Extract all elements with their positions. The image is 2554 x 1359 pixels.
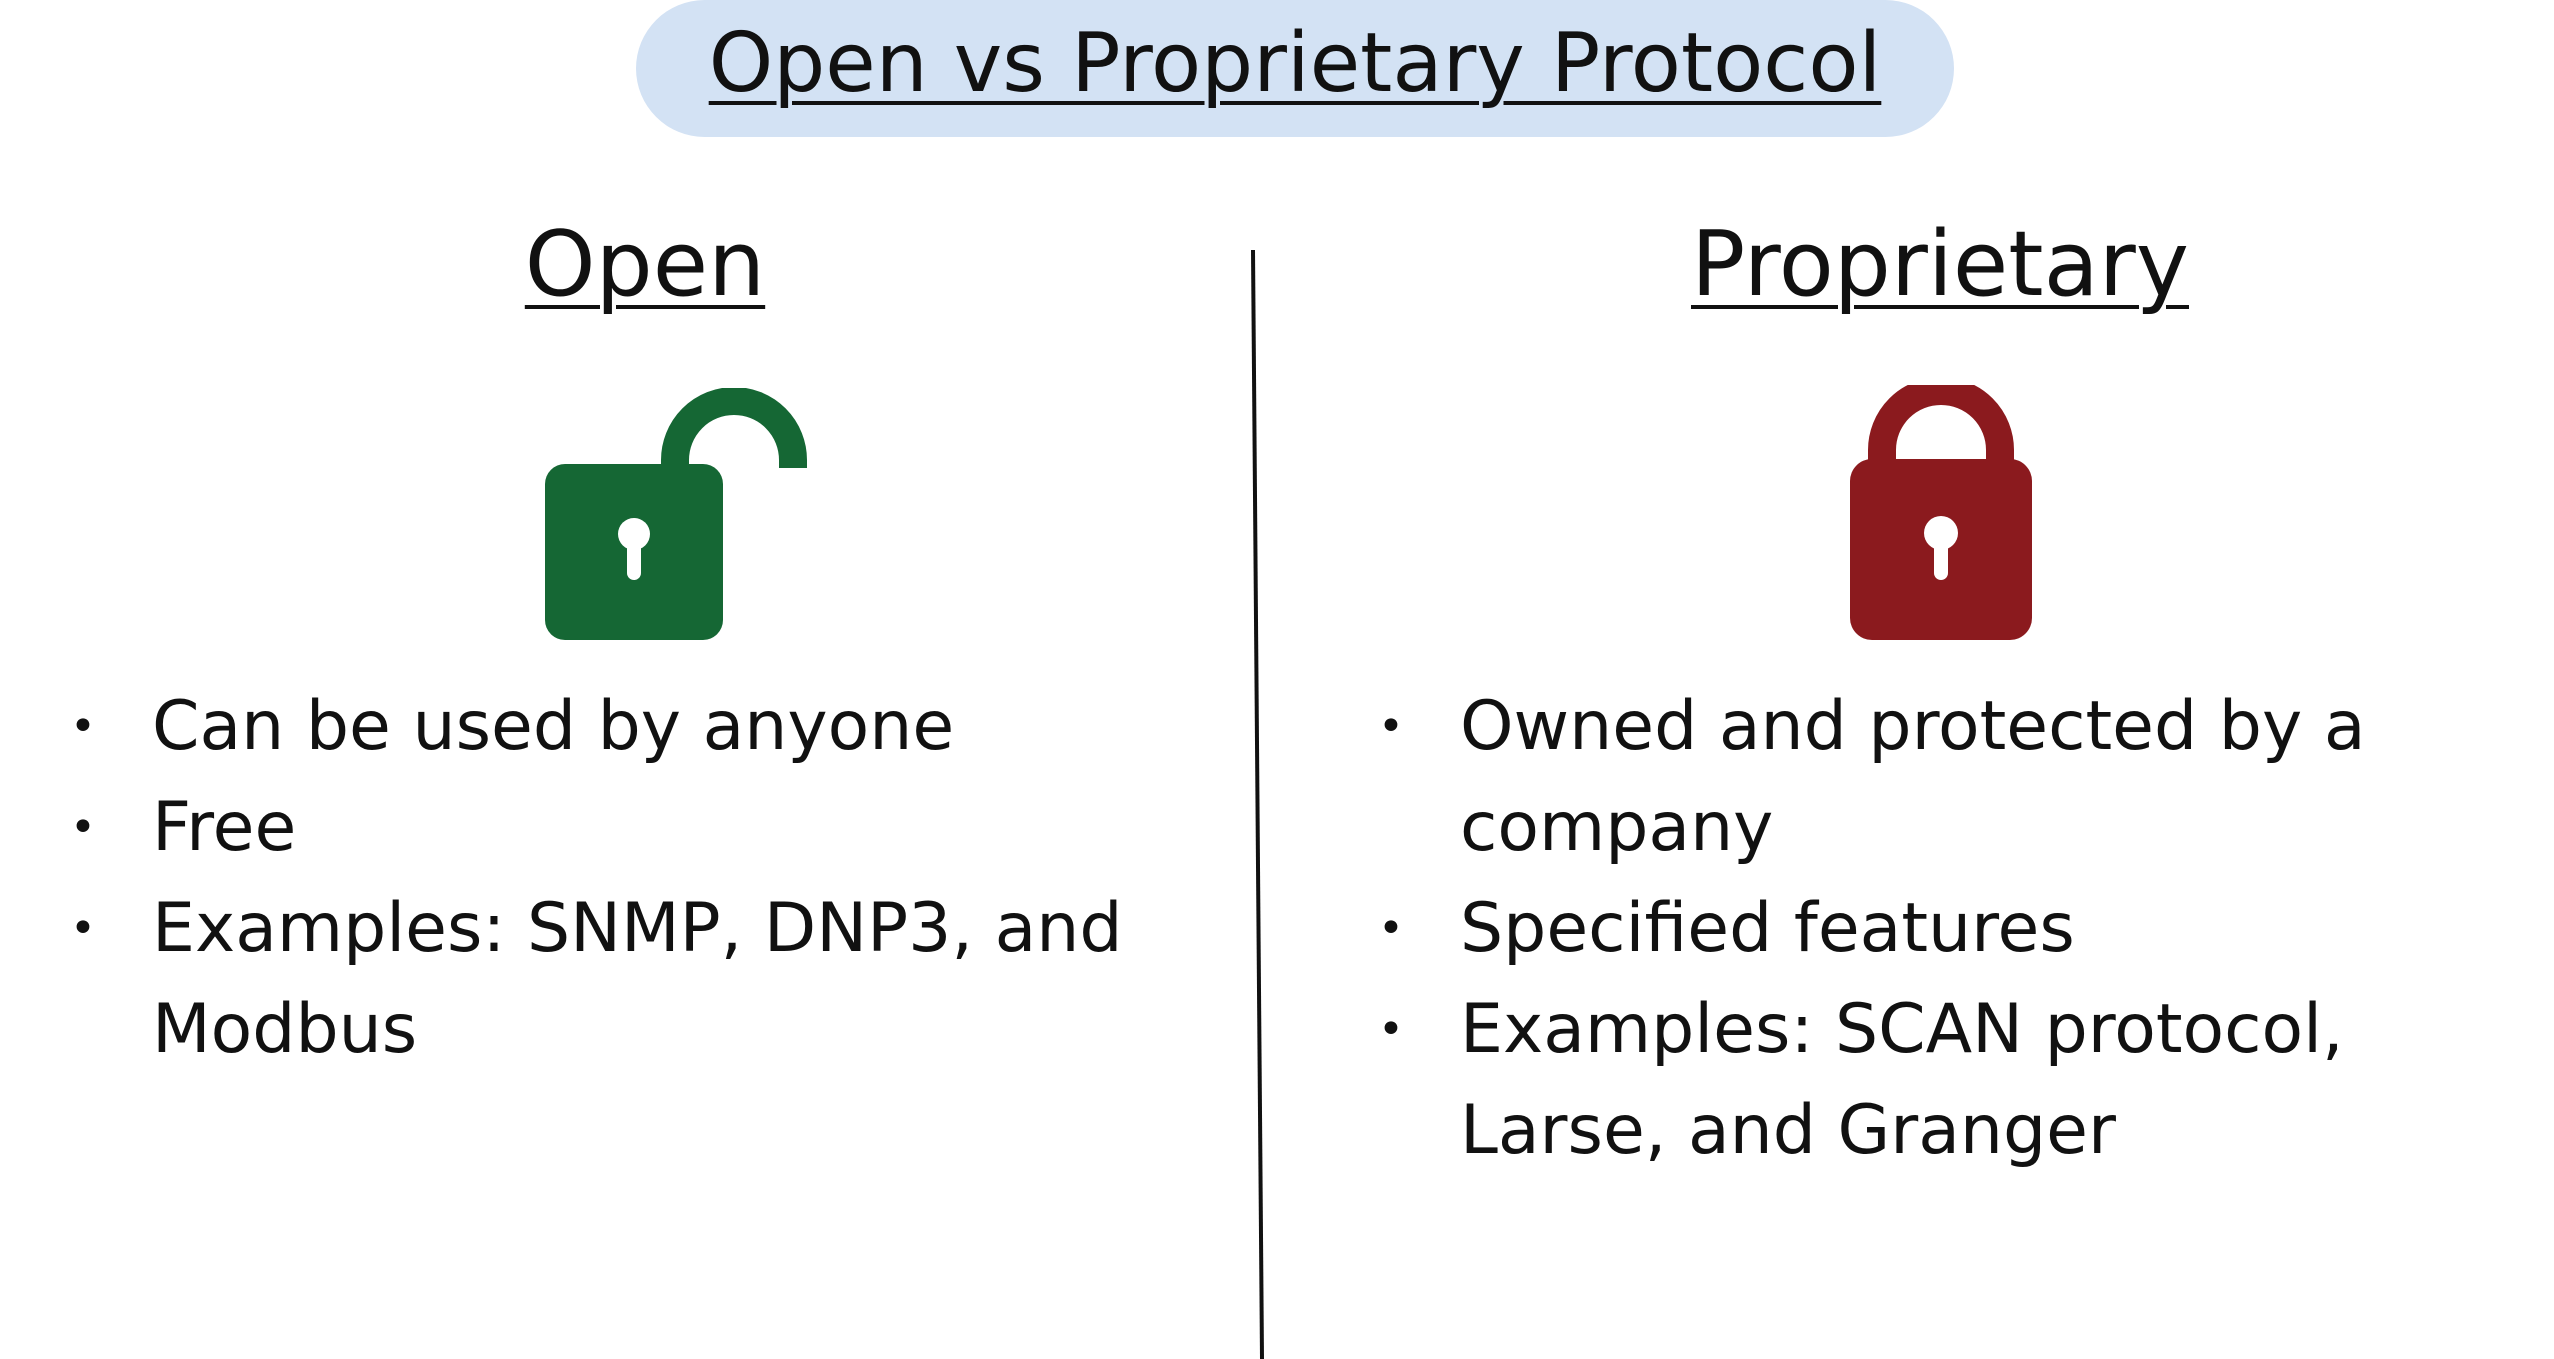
list-item: Examples: SNMP, DNP3, and Modbus [70, 878, 1132, 1080]
list-item: Specified features [1378, 878, 2518, 979]
proprietary-heading: Proprietary [1691, 212, 2189, 317]
list-item: Free [70, 777, 1220, 878]
proprietary-bullet-list: Owned and protected by a company Specifi… [1378, 676, 2518, 1181]
open-heading: Open [524, 212, 766, 317]
locked-padlock-icon [1850, 385, 2032, 640]
list-item: Owned and protected by a company [1378, 676, 2480, 878]
open-bullet-list: Can be used by anyone Free Examples: SNM… [70, 676, 1220, 1080]
diagram-title: Open vs Proprietary Protocol [708, 16, 1882, 111]
list-item: Examples: SCAN protocol, Larse, and Gran… [1378, 979, 2480, 1181]
unlocked-padlock-icon [545, 388, 807, 640]
title-banner: Open vs Proprietary Protocol [636, 0, 1954, 137]
list-item: Can be used by anyone [70, 676, 1220, 777]
